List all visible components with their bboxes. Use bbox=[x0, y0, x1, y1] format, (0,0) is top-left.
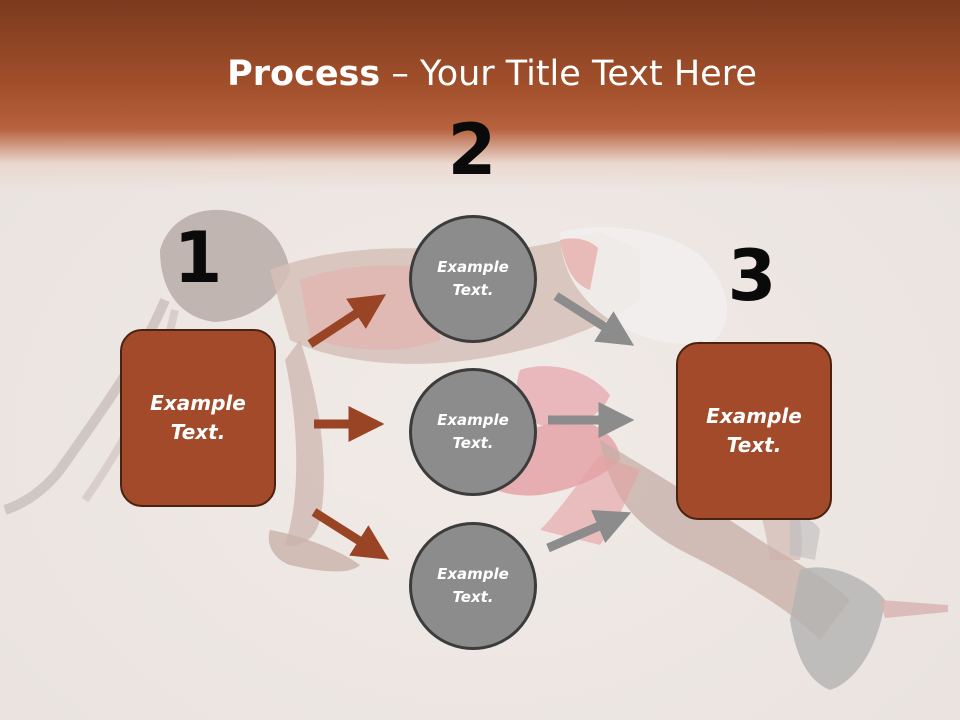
circle-bottom: Example Text. bbox=[409, 522, 537, 650]
circle-top-text-line1: Example bbox=[437, 258, 509, 276]
title-rest: – Your Title Text Here bbox=[380, 54, 757, 94]
arrow-right-icon bbox=[311, 508, 390, 560]
circle-bottom-text-line1: Example bbox=[437, 565, 509, 583]
header-band bbox=[0, 0, 960, 190]
step-number-1: 1 bbox=[173, 217, 223, 299]
circle-top: Example Text. bbox=[409, 215, 537, 343]
step-1-text-line1: Example bbox=[150, 391, 246, 415]
step-number-3: 3 bbox=[727, 235, 777, 317]
step-1-box: Example Text. bbox=[120, 329, 276, 507]
circle-middle: Example Text. bbox=[409, 368, 537, 496]
slide-title: Process – Your Title Text Here bbox=[0, 52, 960, 96]
step-number-2: 2 bbox=[447, 109, 497, 191]
circle-top-text-line2: Text. bbox=[452, 281, 494, 299]
circle-middle-text-line2: Text. bbox=[452, 434, 494, 452]
circle-bottom-text-line2: Text. bbox=[452, 588, 494, 606]
step-3-text-line2: Text. bbox=[726, 433, 782, 457]
step-3-box: Example Text. bbox=[676, 342, 832, 520]
arrow-right-icon bbox=[546, 509, 632, 553]
arrow-right-icon bbox=[553, 292, 635, 346]
title-bold: Process bbox=[227, 54, 381, 94]
step-1-text-line2: Text. bbox=[170, 420, 226, 444]
circle-middle-text-line1: Example bbox=[437, 411, 509, 429]
arrow-right-icon bbox=[307, 294, 387, 348]
step-3-text-line1: Example bbox=[706, 404, 802, 428]
